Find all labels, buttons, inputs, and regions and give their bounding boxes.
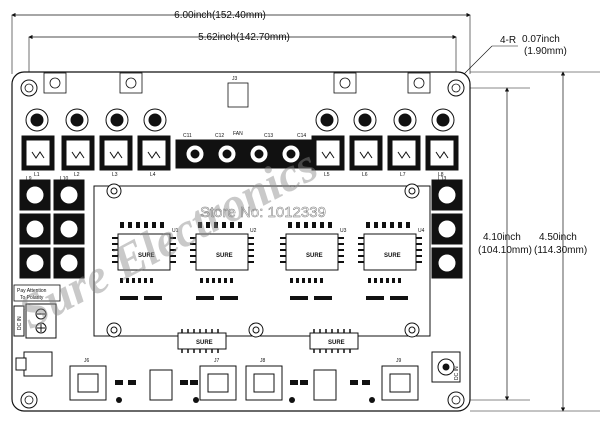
overall-height-mm-label: (114.30mm) [534,245,587,256]
heatsink-outline [93,185,431,337]
power-in-label-right: DC IN [454,366,460,380]
store-watermark: Store No: 1012339 [200,204,326,221]
svg-text:SURE: SURE [328,340,345,346]
top-input-jacks [43,72,431,108]
right-side-inductors [431,179,463,279]
bottom-jack-label-3: J8 [260,358,266,364]
driver-chip-u6: SURE [309,329,359,353]
left-inductor-label-1: L9 [26,176,32,182]
amplifier-chip-u1: SURE U1 [112,228,179,271]
power-terminal-left [13,303,57,339]
bottom-small-components [115,380,375,403]
hole-spacing-height-mm-label: (104.10mm) [478,245,532,256]
svg-text:U4: U4 [418,228,425,234]
inductor-label-l7: L7 [400,172,406,178]
top-jack-center-label: J3 [232,76,238,82]
svg-text:U2: U2 [250,228,257,234]
left-side-inductors [19,179,85,279]
inductor-label-l6: L6 [362,172,368,178]
right-inductor-label-1: L13 [438,176,447,182]
hole-spacing-width-label: 5.62inch(142.70mm) [198,32,290,43]
cap-label-c13: C13 [264,133,273,139]
top-capacitors [25,108,455,132]
left-inductor-label-2: L10 [60,176,69,182]
power-terminal-right [431,351,461,383]
polarity-note-line2: To Polarity [20,295,44,301]
overall-height-inch-label: 4.50inch [539,232,577,243]
cap-label-c11: C11 [183,133,192,139]
smd-component-rows [120,222,410,300]
dc-barrel-jack [15,351,53,377]
overall-width-label: 6.00inch(152.40mm) [174,10,266,21]
amplifier-chip-u3: SURE U3 [280,228,347,271]
mounting-holes [20,79,465,409]
cap-label-c12: C12 [215,133,224,139]
bottom-jack-label-2: J7 [214,358,220,364]
svg-text:SURE: SURE [196,340,213,346]
svg-text:U1: U1 [172,228,179,234]
bottom-jack-label-1: J6 [84,358,90,364]
center-capacitor-block [175,139,313,169]
hole-callout-label: 4-R [500,35,516,46]
inductor-label-l4: L4 [150,172,156,178]
polarity-note-box [13,284,61,302]
inductor-label-l1: L1 [34,172,40,178]
dimension-lines [11,12,600,412]
power-in-label-left: DC IN [17,316,23,330]
inductor-label-l3: L3 [112,172,118,178]
svg-text:SURE: SURE [138,253,155,259]
driver-chip-u5: SURE [177,329,227,353]
hole-radius-mm-label: (1.90mm) [524,46,567,57]
inductor-label-l5: L5 [324,172,330,178]
amplifier-chip-u4: SURE U4 [358,228,425,271]
hole-spacing-height-inch-label: 4.10inch [483,232,521,243]
inductor-label-l8: L8 [438,172,444,178]
svg-text:U3: U3 [340,228,347,234]
bottom-output-jacks [69,365,419,401]
fan-label: FAN [233,131,243,137]
svg-text:SURE: SURE [384,253,401,259]
bottom-jack-label-4: J9 [396,358,402,364]
amplifier-chip-u2: SURE U2 [190,228,257,271]
top-inductors [21,135,459,171]
svg-text:SURE: SURE [306,253,323,259]
cap-label-c14: C14 [297,133,306,139]
inductor-label-l2: L2 [74,172,80,178]
svg-text:SURE: SURE [216,253,233,259]
heatsink-mounts [106,183,420,338]
hole-radius-inch-label: 0.07inch [522,34,560,45]
polarity-note-line1: Pay Attention [17,288,47,294]
